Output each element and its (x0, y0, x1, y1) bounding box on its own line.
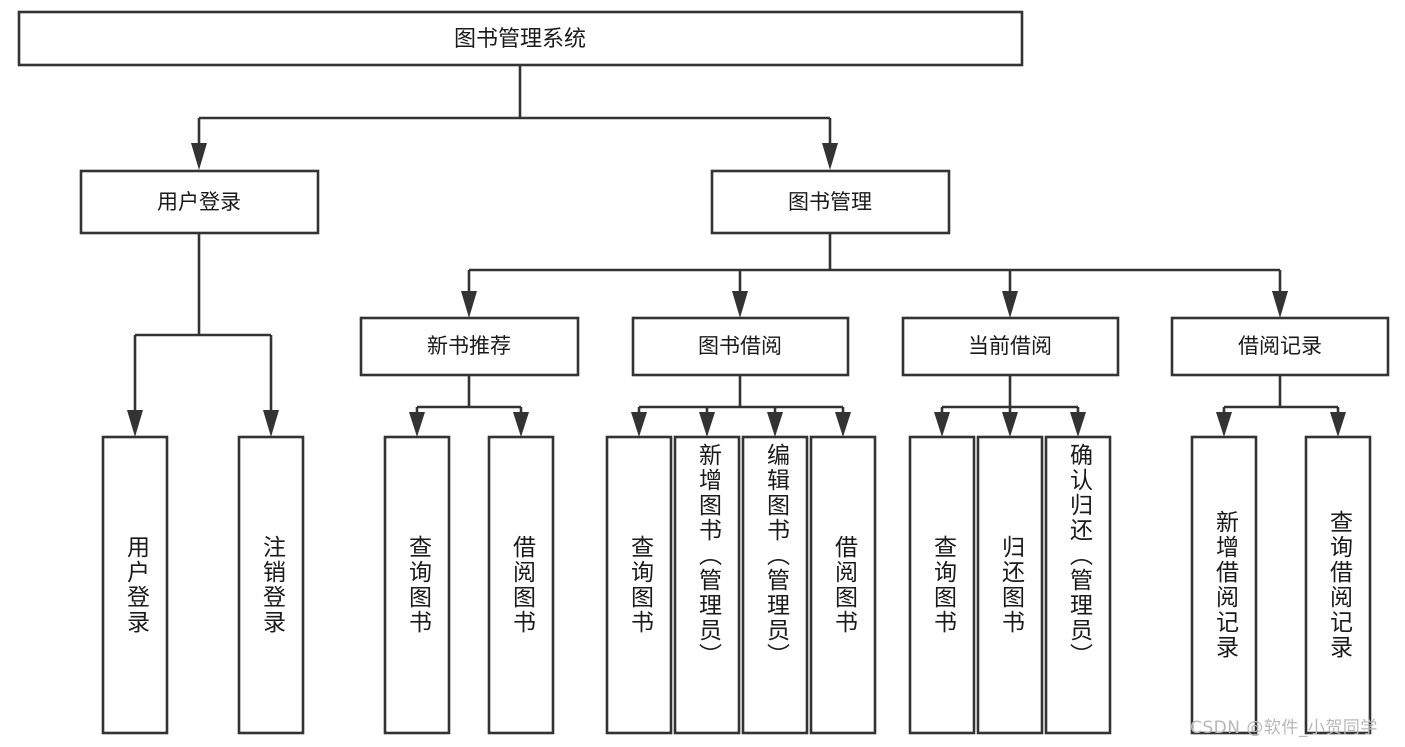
node-current-borrow-label: 当前借阅 (968, 334, 1052, 358)
node-book-management-label: 图书管理 (788, 190, 872, 214)
node-new-book-recommend-label: 新书推荐 (427, 334, 511, 358)
leaf-rect-logout[interactable] (237, 435, 305, 735)
node-user-login-label: 用户登录 (157, 190, 241, 214)
leaf-rect-cb-return[interactable] (976, 435, 1044, 735)
leaf-rect-cb-query[interactable] (908, 435, 976, 735)
node-book-management-rect[interactable] (710, 169, 951, 235)
node-book-borrow-label: 图书借阅 (698, 334, 782, 358)
arrow-head-leaf-logout (263, 410, 279, 437)
leaf-rect-newbook-query[interactable] (383, 435, 451, 735)
leaf-rect-bb-edit[interactable] (741, 435, 809, 735)
arrow-head-leaf-newbook-query (409, 412, 425, 437)
connector-group-bookborrow-leaves (631, 375, 851, 437)
node-root[interactable]: 图书管理系统 (17, 10, 1024, 67)
arrow-head-leaf-newbook-borrow (513, 412, 529, 437)
connector-group-currentborrow-leaves (934, 375, 1086, 437)
leaf-rect-br-add[interactable] (1190, 435, 1258, 735)
arrow-head-leaf-user-login (127, 410, 143, 437)
node-book-borrow-rect[interactable] (631, 316, 850, 377)
node-root-label: 图书管理系统 (454, 27, 586, 52)
connector-group-newbook-leaves (409, 375, 529, 437)
node-borrow-record-label: 借阅记录 (1238, 334, 1322, 358)
connector-group-borrowrecord-leaves (1216, 375, 1346, 437)
node-book-management[interactable]: 图书管理 (710, 169, 951, 235)
arrow-head-leaf-bb-borrow (835, 412, 851, 437)
node-root-rect[interactable] (17, 10, 1024, 67)
arrow-head-borrowrecord (1272, 291, 1288, 318)
arrow-head-currentborrow (1002, 291, 1018, 318)
leaf-rect-bb-borrow[interactable] (809, 435, 877, 735)
leaf-rect-group (101, 435, 1372, 735)
arrow-head-bookmgmt (822, 143, 838, 170)
node-current-borrow-rect[interactable] (901, 316, 1120, 377)
leaf-rect-bb-query[interactable] (605, 435, 673, 735)
node-user-login-rect[interactable] (79, 169, 320, 235)
connector-group-userlogin-leaves (127, 233, 279, 437)
arrow-head-bookborrow (732, 291, 748, 318)
arrow-head-userlogin (191, 143, 207, 170)
connector-group-bookmgmt (461, 233, 1288, 318)
node-new-book-recommend-rect[interactable] (359, 316, 580, 377)
arrow-head-leaf-cb-query (934, 412, 950, 437)
node-book-borrow[interactable]: 图书借阅 (631, 316, 850, 377)
node-borrow-record[interactable]: 借阅记录 (1170, 316, 1390, 377)
leaf-rect-bb-add[interactable] (673, 435, 741, 735)
watermark-label: CSDN @软件_小贺同学 (1190, 718, 1378, 738)
leaf-rect-newbook-borrow[interactable] (487, 435, 555, 735)
arrow-head-leaf-cb-return (1002, 412, 1018, 437)
arrow-head-newbook (461, 291, 477, 318)
arrow-head-leaf-bb-query (631, 412, 647, 437)
node-user-login[interactable]: 用户登录 (79, 169, 320, 235)
leaf-rect-user-login[interactable] (101, 435, 169, 735)
arrow-head-leaf-cb-confirm (1070, 412, 1086, 437)
node-current-borrow[interactable]: 当前借阅 (901, 316, 1120, 377)
arrow-head-leaf-br-query (1330, 412, 1346, 437)
node-borrow-record-rect[interactable] (1170, 316, 1390, 377)
arrow-head-leaf-bb-edit (767, 412, 783, 437)
node-new-book-recommend[interactable]: 新书推荐 (359, 316, 580, 377)
arrow-head-leaf-br-add (1216, 412, 1232, 437)
leaf-rect-cb-confirm[interactable] (1044, 435, 1112, 735)
arrow-head-leaf-bb-add (699, 412, 715, 437)
connector-group-root (191, 65, 838, 170)
leaf-rect-br-query[interactable] (1304, 435, 1372, 735)
